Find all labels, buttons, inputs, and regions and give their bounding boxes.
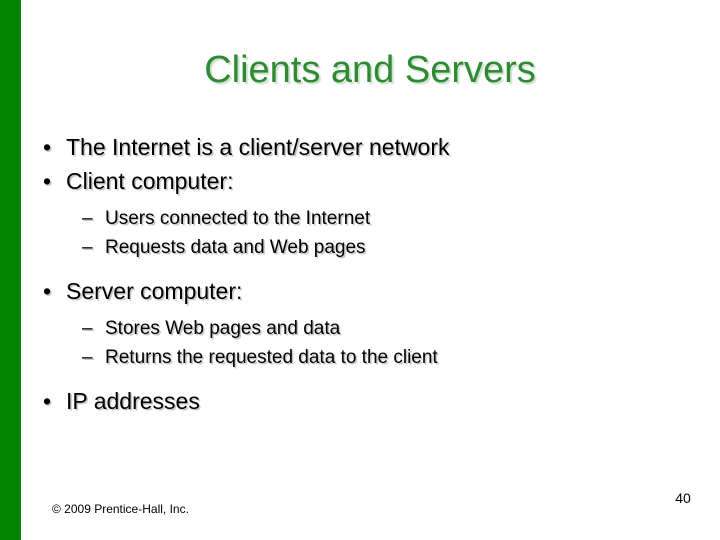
bullet-item-level1: • The Internet is a client/server networ… (40, 130, 680, 164)
spacer (40, 262, 680, 274)
bullet-text: The Internet is a client/server network (66, 134, 450, 160)
bullet-item-level2: – Requests data and Web pages (40, 233, 680, 262)
bullet-dot-icon: • (43, 388, 52, 414)
bullet-text: Users connected to the Internet (105, 208, 371, 229)
bullet-dash-icon: – (82, 208, 93, 229)
bullet-item-level2: – Returns the requested data to the clie… (40, 343, 680, 372)
bullet-dash-icon: – (82, 318, 93, 339)
bullet-item-level1: • Client computer: (40, 164, 680, 198)
accent-bar-left (0, 0, 21, 540)
bullet-dash-icon: – (82, 237, 93, 258)
bullet-text: Stores Web pages and data (105, 318, 341, 339)
spacer (40, 372, 680, 384)
bullet-dot-icon: • (43, 134, 52, 160)
bullet-text: Requests data and Web pages (105, 237, 366, 258)
bullet-dot-icon: • (43, 278, 52, 304)
bullet-item-level2: – Stores Web pages and data (40, 314, 680, 343)
bullet-item-level1: • IP addresses (40, 384, 680, 418)
bullet-dot-icon: • (43, 168, 52, 194)
bullet-item-level2: – Users connected to the Internet (40, 204, 680, 233)
bullet-text: Returns the requested data to the client (105, 347, 438, 368)
copyright-notice: © 2009 Prentice-Hall, Inc. (52, 502, 189, 516)
bullet-text: IP addresses (66, 388, 200, 414)
slide-body: • The Internet is a client/server networ… (40, 130, 680, 418)
bullet-text: Client computer: (66, 168, 234, 194)
page-title: Clients and Servers (204, 49, 536, 91)
bullet-dash-icon: – (82, 347, 93, 368)
bullet-item-level1: • Server computer: (40, 274, 680, 308)
bullet-text: Server computer: (66, 278, 243, 304)
slide-number: 40 (675, 490, 691, 506)
